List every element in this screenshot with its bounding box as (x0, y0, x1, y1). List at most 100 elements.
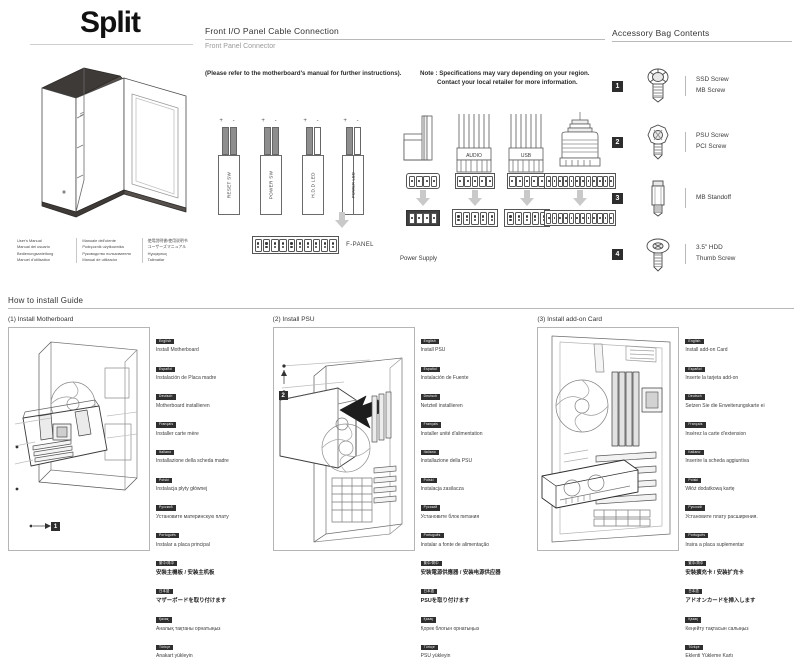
usb-plug-illustration: USB (504, 112, 550, 174)
lang-tag: Deutsch (685, 394, 705, 400)
accessory-label: 3.5" HDD Thumb Screw (696, 243, 735, 265)
lang-tag: English (420, 339, 439, 345)
lang-tag: 繁中/简中 (156, 560, 178, 567)
lang-tag: 日本語 (156, 589, 173, 595)
accessory-row: 3 MB Standoff (612, 170, 794, 226)
accessory-label-line: PCI Screw (696, 143, 727, 150)
step-text: Instalación de Placa madre (156, 375, 217, 382)
accessory-number: 2 (612, 136, 623, 148)
note-label: Note : (420, 70, 438, 77)
step-text: Instalar a placa principal (156, 541, 210, 548)
install-step: 日本語 PSUを取り付けます (420, 579, 530, 605)
header-pin (508, 175, 516, 187)
step-text: 安裝主機板 / 安装主机板 (156, 570, 215, 577)
how-to-install-title: How to install Guide (8, 296, 794, 309)
lang-tag: Türkçe (156, 644, 174, 651)
header-pin (557, 175, 563, 187)
lang-tag: Español (420, 366, 440, 373)
lang-tag: Português (156, 533, 179, 539)
accessory-bag-list: 1 SSD Screw MB Screw (612, 58, 794, 282)
manual-lang-item: Bedienungsanleitung (17, 250, 54, 256)
cable-label: RESET SW (226, 171, 232, 199)
arrow-down (552, 188, 608, 210)
socket-pin (462, 211, 471, 225)
fpanel-label: F-PANEL (346, 242, 374, 248)
step-text: Install add-on Card (685, 347, 728, 354)
lang-tag: English (156, 339, 175, 345)
cable-label: POWER LED (350, 171, 356, 199)
front-io-subtitle: Front Panel Connector (205, 43, 276, 50)
note-line-1: Specifications may vary depending on you… (439, 70, 590, 77)
lang-tag: Español (156, 366, 176, 373)
manual-lang-item: User's Manual (17, 238, 42, 243)
install-step: 日本語アドオンカードを挿入します (685, 579, 794, 605)
accessory-bag-title: Accessory Bag Contents (612, 28, 792, 42)
install-panel-motherboard: (1) Install Motherboard (8, 316, 265, 659)
step-text: アドオンカードを挿入します (685, 598, 756, 605)
atx-plug-illustration (552, 112, 608, 174)
step-text: Instalacja zasilacza (420, 486, 464, 493)
manual-language-column: 使用說明書/使用说明书 ユーザーズマニュアル Нұсқаулық Talimat… (141, 238, 207, 264)
socket-pin (416, 212, 423, 224)
panel-heading: (1) Install Motherboard (8, 316, 74, 323)
front-io-title: Front I/O Panel Cable Connection (205, 26, 605, 40)
manual-language-column: Manuale dell'utente Podręcznik użytkowni… (76, 238, 141, 264)
manual-lang-item: Manual del usuario (17, 244, 50, 250)
step-text: Install PSU (420, 347, 446, 354)
step-text: Installer carte mère (156, 430, 199, 437)
region-note: Note : Specifications may vary depending… (420, 70, 605, 88)
manual-lang-item: Podręcznik użytkownika (82, 244, 124, 250)
manual-language-list: User's Manual Manual del usuario Bedienu… (12, 238, 207, 264)
polarity-label: + - (343, 118, 363, 124)
header-pin (546, 175, 552, 187)
motherboard-install-illustration: 1 (8, 327, 150, 551)
accessory-number: 4 (612, 248, 623, 260)
lang-tag: Polski (156, 477, 172, 483)
cable-wires (300, 127, 326, 155)
header-pin (608, 175, 614, 187)
step-text: Instalación de Fuente (420, 375, 469, 382)
lang-tag: 日本語 (685, 589, 702, 595)
fpanel-pin (295, 238, 304, 252)
connector-column-psu (400, 112, 446, 226)
connector-column-audio: AUDIO (452, 112, 498, 227)
fpanel-row: F-PANEL (252, 236, 374, 254)
lang-tag: Português (685, 533, 709, 539)
step-text: PSU yükleyin (420, 653, 451, 660)
step-text: PSUを取り付けます (420, 598, 470, 605)
cable-power-sw: + - POWER SW (258, 118, 284, 215)
header-pin (486, 175, 494, 187)
lang-tag: Türkçe (685, 644, 703, 651)
cable-connector-body: POWER LED POWER LED (342, 155, 364, 215)
step-text: Insérez la carte d'extension (685, 430, 747, 437)
socket-pin (487, 211, 496, 225)
lang-tag: 日本語 (420, 589, 438, 595)
lang-tag: Français (156, 422, 177, 428)
psu-connector-group: AUDIO (400, 112, 617, 262)
lang-tag: Italiano (420, 449, 439, 456)
install-panel-psu: (2) Install PSU (272, 316, 530, 659)
cable-reset-sw: + - RESET SW (216, 118, 242, 215)
step-text: Установите плату расширения. (685, 513, 758, 520)
install-panel-addon-card: (3) Install add-on Card (537, 316, 794, 659)
atx-socket-24pin (543, 210, 617, 226)
step-text: Аналық тақтаны орнатыңыз (156, 625, 221, 632)
accessory-label: MB Standoff (696, 193, 731, 204)
manual-lang-item: Manuel d'utilisation (17, 256, 50, 262)
accessory-label-line: PSU Screw (696, 132, 729, 140)
lang-tag: Polski (685, 477, 702, 483)
title-divider (30, 44, 193, 45)
connector-column-atx (543, 112, 617, 226)
step-text: マザーボードを取り付けます (156, 598, 227, 605)
header-pin (479, 175, 486, 187)
fpanel-pin (279, 238, 287, 252)
